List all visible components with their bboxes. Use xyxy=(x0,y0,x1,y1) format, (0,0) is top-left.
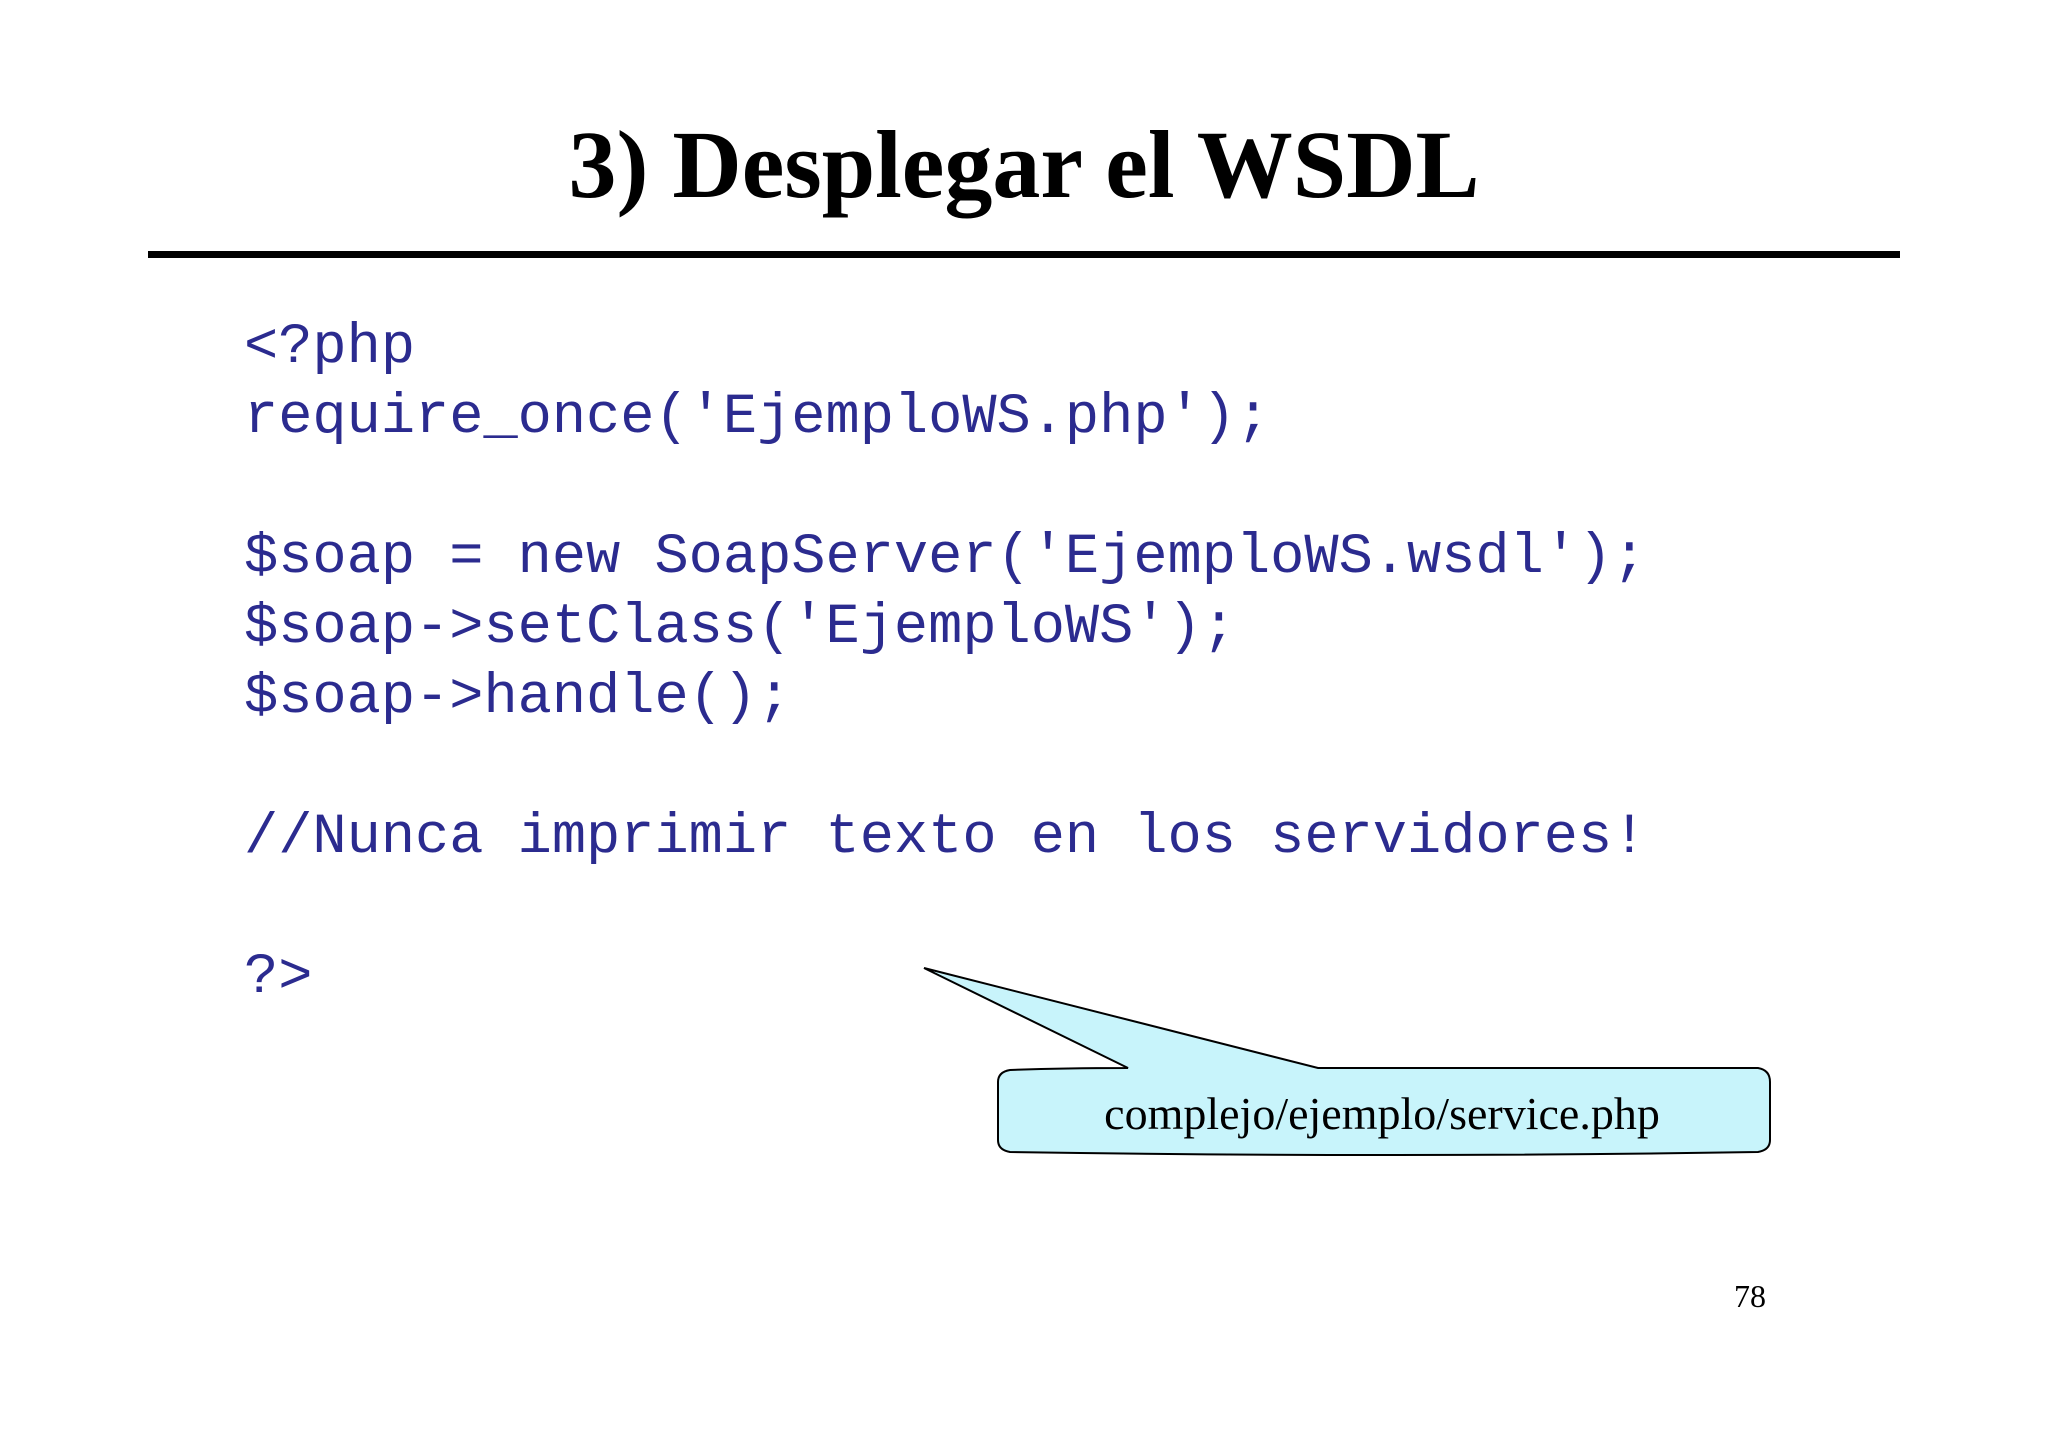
code-line-handle: $soap->handle(); xyxy=(244,666,792,730)
code-line-setclass: $soap->setClass('EjemploWS'); xyxy=(244,596,1236,660)
code-line-comment: //Nunca imprimir texto en los servidores… xyxy=(244,806,1647,870)
slide-title: 3) Desplegar el WSDL xyxy=(568,111,1480,218)
title-divider xyxy=(148,251,1900,258)
code-line-soapserver: $soap = new SoapServer('EjemploWS.wsdl')… xyxy=(244,526,1647,590)
callout-shape xyxy=(923,967,1771,1156)
callout-label: complejo/ejemplo/service.php xyxy=(1104,1088,1660,1139)
code-line-php-open: <?php xyxy=(244,316,416,380)
page-number: 78 xyxy=(1734,1278,1766,1314)
code-line-require: require_once('EjemploWS.php'); xyxy=(244,386,1271,450)
code-line-php-close: ?> xyxy=(244,946,313,1010)
code-block: <?php require_once('EjemploWS.php'); $so… xyxy=(244,313,1646,1010)
